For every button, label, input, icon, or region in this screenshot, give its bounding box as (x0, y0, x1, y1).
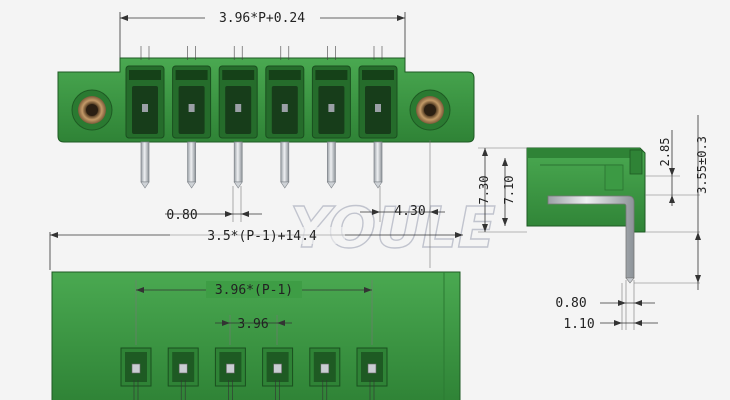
side-view: 7.30 7.10 2.85 3.55±0.3 0.80 1.10 (477, 115, 709, 332)
bottom-pin-slot (120, 347, 152, 400)
dim-pitch-span: 3.96*(P-1) (215, 283, 293, 298)
front-pin (326, 46, 336, 189)
front-pin (233, 46, 243, 189)
front-wire-opening (311, 65, 351, 139)
dim-pin-diameter-front: 0.80 (166, 208, 197, 223)
dim-side-height-outer: 7.30 (477, 176, 491, 205)
dim-side-height-inner: 7.10 (502, 176, 516, 205)
bottom-pin-slot (214, 347, 246, 400)
bottom-pin-slot (262, 347, 294, 400)
dim-pitch: 3.96 (237, 317, 268, 332)
front-pin (187, 46, 197, 189)
dim-total-length: 3.5*(P-1)+14.4 (207, 229, 317, 244)
front-wire-opening (125, 65, 165, 139)
dim-side-pin-length: 3.55±0.3 (695, 136, 709, 194)
front-pin (373, 46, 383, 189)
front-pin (140, 46, 150, 189)
front-pin (280, 46, 290, 189)
front-wire-opening (172, 65, 212, 139)
dim-top-width: 3.96*P+0.24 (219, 11, 305, 26)
dim-side-top-offset: 2.85 (658, 138, 672, 167)
front-wire-opening (218, 65, 258, 139)
dim-pin-offset-front: 4.30 (394, 204, 425, 219)
front-wire-opening (358, 65, 398, 139)
bottom-pin-slot (167, 347, 199, 400)
front-wire-opening (265, 65, 305, 139)
dim-side-pin-offset: 1.10 (563, 317, 594, 332)
bottom-pin-slot (309, 347, 341, 400)
dim-side-pin-diameter: 0.80 (555, 296, 586, 311)
bottom-pin-slot (356, 347, 388, 400)
front-view: 3.96*P+0.24 0.80 4.30 (57, 9, 475, 268)
bottom-view: 3.5*(P-1)+14.4 3.96*(P-1) 3.96 (49, 227, 463, 400)
